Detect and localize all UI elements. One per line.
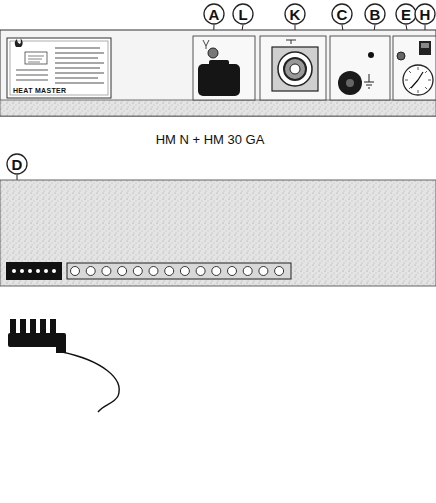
terminal-screw — [133, 267, 142, 276]
terminal-screw — [196, 267, 205, 276]
terminal-screw — [102, 267, 111, 276]
caption: HM N + HM 30 GA — [156, 133, 265, 146]
terminal-screw — [71, 267, 80, 276]
callout-letter: E — [401, 7, 411, 22]
terminal-screw — [228, 267, 237, 276]
terminal-screw — [243, 267, 252, 276]
callout-letter: L — [238, 7, 247, 22]
terminal-screw — [149, 267, 158, 276]
callout-letter: H — [420, 7, 431, 22]
terminal-screw — [259, 267, 268, 276]
terminal-screw — [212, 267, 221, 276]
terminal-screw — [180, 267, 189, 276]
terminal-screw — [86, 267, 95, 276]
brand-name: HEAT MASTER — [13, 87, 66, 94]
callout-letter: B — [370, 7, 381, 22]
callout-letter: K — [290, 7, 301, 22]
callout-letter: D — [12, 157, 23, 172]
callout-letter: A — [209, 7, 220, 22]
callout-letter: C — [337, 7, 348, 22]
terminal-screw — [165, 267, 174, 276]
terminal-screw — [118, 267, 127, 276]
terminal-screw — [275, 267, 284, 276]
